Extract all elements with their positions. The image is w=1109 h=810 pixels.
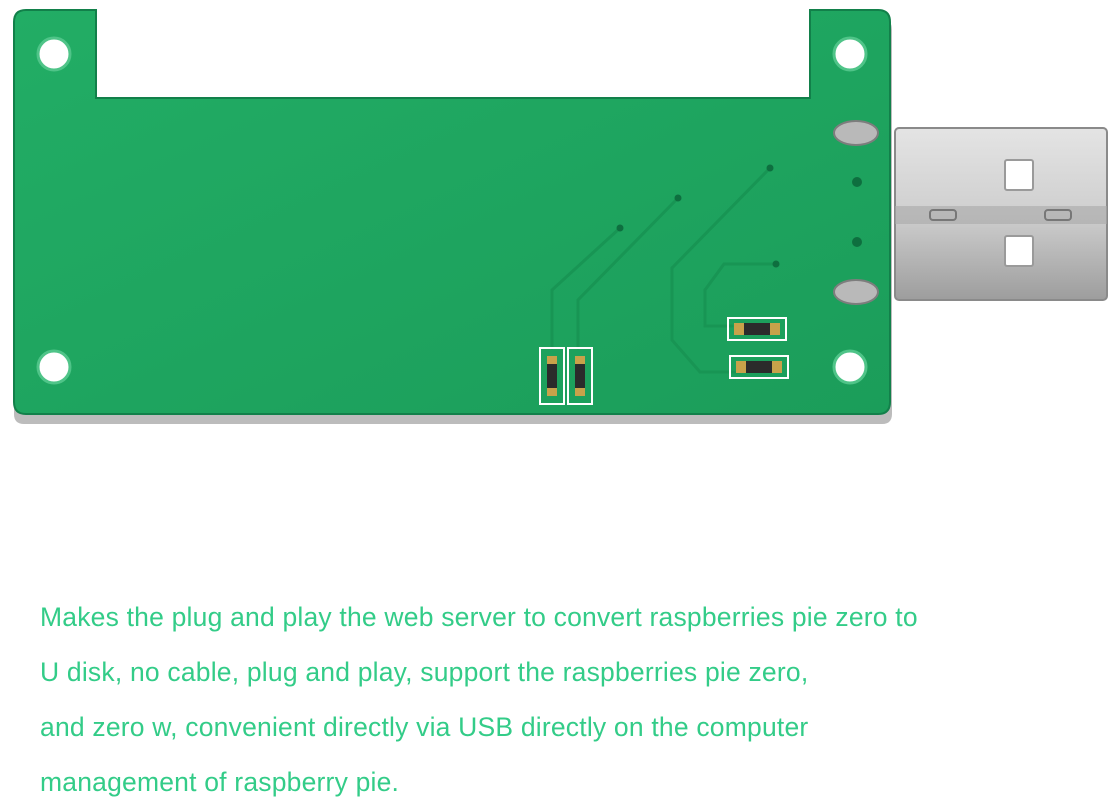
solder-pads — [833, 120, 879, 305]
pcb-vias — [616, 164, 862, 268]
mounting-holes — [36, 36, 868, 385]
description-line: management of raspberry pie. — [40, 767, 400, 797]
pcb-board — [13, 9, 891, 415]
description-line: U disk, no cable, plug and play, support… — [40, 657, 809, 687]
pcb-traces — [550, 166, 778, 374]
product-description: Makes the plug and play the web server t… — [40, 590, 1090, 810]
usb-window-bottom — [1004, 235, 1034, 267]
usb-plug — [894, 127, 1108, 301]
usb-window-top — [1004, 159, 1034, 191]
smd-components — [539, 317, 789, 405]
description-line: and zero w, convenient directly via USB … — [40, 712, 809, 742]
description-line: Makes the plug and play the web server t… — [40, 602, 918, 632]
usb-adapter-board-photo — [13, 9, 1108, 424]
